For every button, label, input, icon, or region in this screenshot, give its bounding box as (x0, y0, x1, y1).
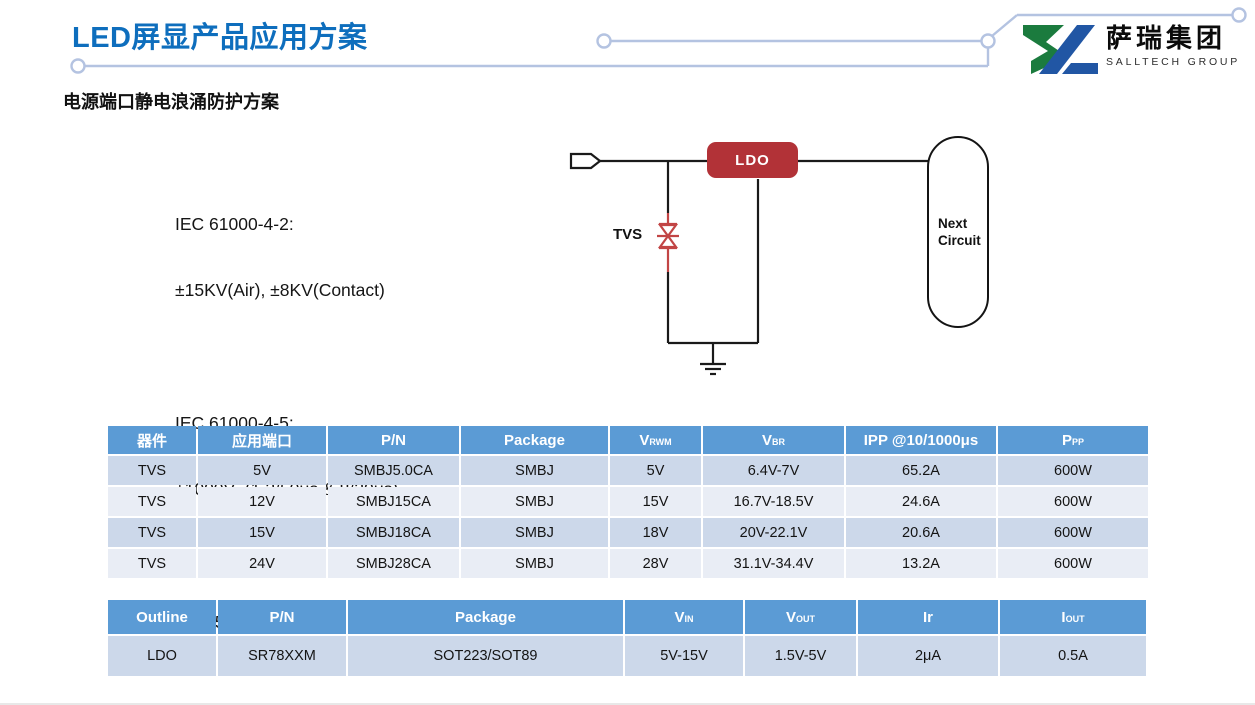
logo-company-subtitle: SALLTECH GROUP (1106, 55, 1241, 68)
circuit-diagram (569, 152, 928, 376)
table-cell: TVS (108, 456, 196, 485)
table-cell: SMBJ18CA (328, 518, 459, 547)
table-cell: 24V (198, 549, 326, 578)
table-cell: 6.4V-7V (703, 456, 844, 485)
table-cell: 20.6A (846, 518, 996, 547)
table-cell: 5V (198, 456, 326, 485)
section-title: 电源端口静电浪涌防护方案 (63, 92, 279, 112)
table-cell: TVS (108, 549, 196, 578)
table-cell: 0.5A (1000, 636, 1146, 676)
column-header: IPP @10/1000μs (846, 426, 996, 454)
table-cell: 24.6A (846, 487, 996, 516)
next-circuit-label: Next Circuit (938, 216, 981, 248)
table-cell: SMBJ5.0CA (328, 456, 459, 485)
logo-text: 萨瑞集团 SALLTECH GROUP (1106, 20, 1240, 68)
table-cell: 16.7V-18.5V (703, 487, 844, 516)
column-header: Package (348, 600, 623, 634)
column-header: Ir (858, 600, 998, 634)
table-cell: 1.5V-5V (745, 636, 856, 676)
table-cell: 15V (610, 487, 701, 516)
table-cell: 12V (198, 487, 326, 516)
table-cell: 600W (998, 456, 1148, 485)
table-cell: SMBJ (461, 518, 608, 547)
table-cell: 31.1V-34.4V (703, 549, 844, 578)
next-circuit-block: Next Circuit (927, 136, 989, 328)
table-cell: TVS (108, 487, 196, 516)
column-header: P/N (218, 600, 346, 634)
table-cell: SMBJ (461, 549, 608, 578)
input-connector-icon (569, 152, 602, 170)
table-cell: 600W (998, 518, 1148, 547)
table-cell: 65.2A (846, 456, 996, 485)
table-cell: SOT223/SOT89 (348, 636, 623, 676)
column-header: 应用端口 (198, 426, 326, 454)
column-header: Outline (108, 600, 216, 634)
table-cell: SR78XXM (218, 636, 346, 676)
column-header: P/N (328, 426, 459, 454)
ldo-block: LDO (707, 142, 798, 178)
column-header: Package (461, 426, 608, 454)
table-cell: 28V (610, 549, 701, 578)
table-cell: SMBJ28CA (328, 549, 459, 578)
table-cell: TVS (108, 518, 196, 547)
table-cell: LDO (108, 636, 216, 676)
column-header: 器件 (108, 426, 196, 454)
table-cell: 2μA (858, 636, 998, 676)
spec-line-iec2-values: ±15KV(Air), ±8KV(Contact) (175, 280, 385, 300)
ground-icon (700, 343, 726, 376)
table-cell: 13.2A (846, 549, 996, 578)
table-cell: 18V (610, 518, 701, 547)
spec-line-iec2: IEC 61000-4-2: (175, 214, 294, 234)
table-cell: SMBJ15CA (328, 487, 459, 516)
table-cell: 5V-15V (625, 636, 743, 676)
table-cell: SMBJ (461, 456, 608, 485)
logo-company-name: 萨瑞集团 (1106, 23, 1227, 53)
company-logo: 萨瑞集团 SALLTECH GROUP (1018, 20, 1240, 74)
tvs-label: TVS (613, 226, 643, 243)
table-cell: 20V-22.1V (703, 518, 844, 547)
table-cell: 15V (198, 518, 326, 547)
page-title: LED屏显产品应用方案 (72, 22, 368, 54)
table-cell: 600W (998, 549, 1148, 578)
salltech-logo-icon (1023, 25, 1098, 74)
table-cell: SMBJ (461, 487, 608, 516)
tvs-diode-icon (657, 213, 679, 272)
table-cell: 600W (998, 487, 1148, 516)
table-cell: 5V (610, 456, 701, 485)
